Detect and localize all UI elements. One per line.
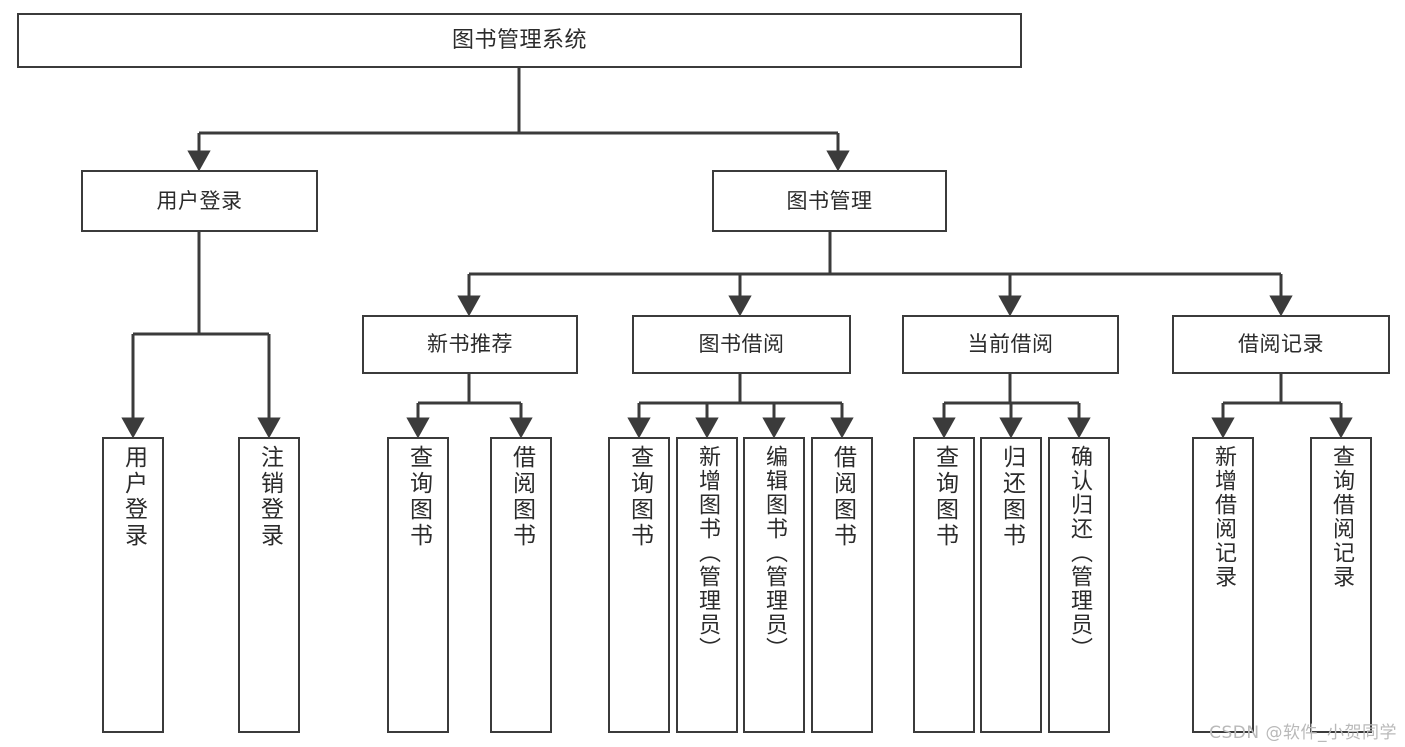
leaf-query-book-1[interactable]: 查询图书 [387, 437, 449, 733]
leaf-borrow-book-2-label: 借阅图书 [829, 445, 856, 549]
leaf-add-book[interactable]: 新增图书（管理员） [676, 437, 738, 733]
node-root-label: 图书管理系统 [451, 27, 587, 53]
leaf-return-book-label: 归还图书 [998, 445, 1025, 549]
leaf-query-book-2-label: 查询图书 [626, 445, 653, 549]
node-book-manage-label: 图书管理 [786, 188, 873, 213]
leaf-confirm-return-label: 确认归还（管理员） [1067, 445, 1092, 661]
leaf-query-book-1-label: 查询图书 [405, 445, 432, 549]
node-borrow-record[interactable]: 借阅记录 [1172, 315, 1390, 374]
node-new-book-rec-label: 新书推荐 [427, 332, 513, 357]
leaf-return-book[interactable]: 归还图书 [980, 437, 1042, 733]
leaf-user-login[interactable]: 用户登录 [102, 437, 164, 733]
leaf-query-record[interactable]: 查询借阅记录 [1310, 437, 1372, 733]
csdn-watermark: CSDN @软件_小贺同学 [1209, 723, 1397, 743]
node-borrow-record-label: 借阅记录 [1238, 332, 1324, 357]
leaf-add-book-label: 新增图书（管理员） [695, 445, 720, 661]
node-user-login-label: 用户登录 [156, 188, 243, 213]
node-new-book-rec[interactable]: 新书推荐 [362, 315, 578, 374]
leaf-edit-book[interactable]: 编辑图书（管理员） [743, 437, 805, 733]
leaf-borrow-book-2[interactable]: 借阅图书 [811, 437, 873, 733]
leaf-user-logout[interactable]: 注销登录 [238, 437, 300, 733]
leaf-query-book-2[interactable]: 查询图书 [608, 437, 670, 733]
node-current-borrow-label: 当前借阅 [967, 332, 1054, 357]
node-current-borrow[interactable]: 当前借阅 [902, 315, 1119, 374]
leaf-user-login-label: 用户登录 [120, 445, 147, 549]
node-book-borrow-label: 图书借阅 [698, 332, 785, 357]
leaf-user-logout-label: 注销登录 [256, 445, 283, 549]
node-root[interactable]: 图书管理系统 [17, 13, 1022, 68]
leaf-add-record[interactable]: 新增借阅记录 [1192, 437, 1254, 733]
leaf-add-record-label: 新增借阅记录 [1211, 445, 1236, 589]
leaf-borrow-book-1-label: 借阅图书 [508, 445, 535, 549]
leaf-confirm-return[interactable]: 确认归还（管理员） [1048, 437, 1110, 733]
node-user-login[interactable]: 用户登录 [81, 170, 318, 232]
leaf-edit-book-label: 编辑图书（管理员） [762, 445, 787, 661]
leaf-query-book-3[interactable]: 查询图书 [913, 437, 975, 733]
leaf-borrow-book-1[interactable]: 借阅图书 [490, 437, 552, 733]
leaf-query-record-label: 查询借阅记录 [1329, 445, 1354, 589]
leaf-query-book-3-label: 查询图书 [931, 445, 958, 549]
node-book-borrow[interactable]: 图书借阅 [632, 315, 851, 374]
node-book-manage[interactable]: 图书管理 [712, 170, 947, 232]
